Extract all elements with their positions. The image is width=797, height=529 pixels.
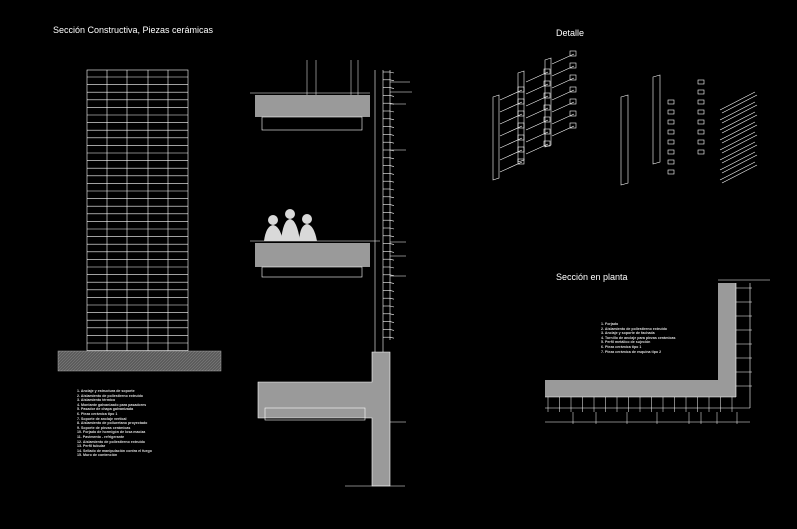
legend-item: 4. Montante galvanizado para pasadores (77, 402, 147, 407)
people-silhouette (264, 209, 317, 241)
legend-item: 11. Pavimento - refrigerante (77, 434, 125, 439)
plan-title: Sección en planta (556, 272, 628, 282)
legend-item: 13. Perfil tubular (77, 444, 106, 449)
plan-section (545, 279, 770, 424)
legend-item: 1. Anclaje y estructura de soporte (77, 389, 135, 393)
section-title: Sección Constructiva, Piezas cerámicas (53, 25, 214, 35)
legend-item: 10. Forjado de hormigón de losa maciza (77, 430, 146, 435)
legend-item: 1. Forjado (601, 322, 619, 326)
legend-item: 5. Pasador de chapa galvanizada (77, 407, 134, 412)
legend-item: 8. Aislamiento de poliuretano proyectado (77, 421, 148, 426)
constructive-section (250, 60, 412, 487)
legend-item: 3. Anclaje y soporte de fachada (601, 331, 655, 336)
legend-item: 5. Perfil metálico de sujeción (601, 340, 651, 345)
ground-hatch (57, 350, 222, 372)
legend-item: 12. Aislamiento de poliestireno extruido (77, 439, 145, 444)
building-elevation (86, 69, 189, 352)
legend-item: 7. Pieza cerámica de esquina tipo 2 (601, 349, 662, 354)
detail-isometric (492, 50, 758, 186)
legend-item: 7. Soporte de anclaje vertical (77, 416, 127, 421)
legend-item: 6. Pieza cerámica tipo 1 (77, 411, 118, 416)
legend-item: 2. Aislamiento de poliestireno extruido (601, 326, 667, 331)
detail-title: Detalle (556, 28, 585, 38)
legend-item: 15. Muro de contención (77, 453, 118, 458)
legend-item: 3. Aislamiento térmico (77, 398, 116, 403)
legend-item: 4. Tornillo de anclaje para piezas cerám… (601, 335, 676, 340)
legend-item: 6. Pieza cerámica tipo 1 (601, 344, 642, 349)
legend-item: 14. Sellado de manipulación contra el fu… (77, 448, 152, 453)
legend-item: 9. Soporte de piezas cerámicas (77, 425, 131, 430)
legend-item: 2. Aislamiento de poliestireno extruido (77, 393, 143, 398)
